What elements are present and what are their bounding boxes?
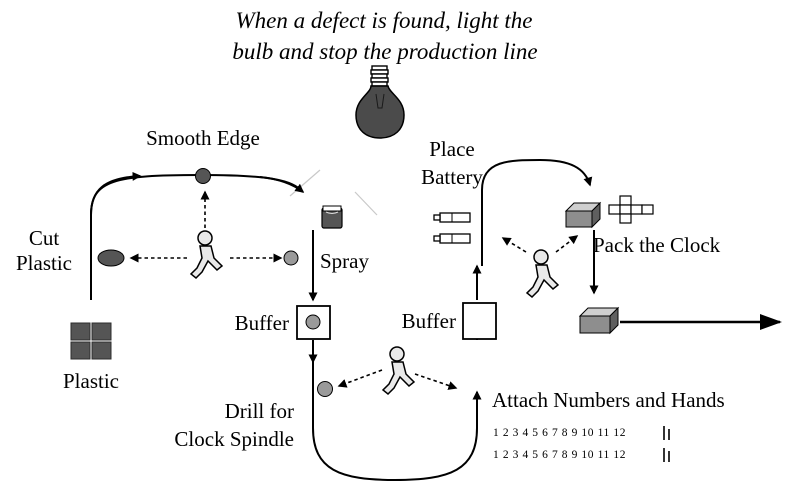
light-bulb-icon: [355, 65, 405, 139]
worker-to-attach-arrow: [414, 373, 458, 390]
worker-icon: [189, 230, 224, 280]
label-pack-clock: Pack the Clock: [593, 233, 721, 257]
buffer-box-right: [462, 302, 497, 340]
label-place: Place: [429, 137, 474, 161]
label-spray: Spray: [320, 249, 369, 273]
battery-icon: [433, 212, 471, 244]
label-drill-1: Drill for: [225, 399, 294, 423]
spray-can-icon: [321, 205, 343, 229]
label-cut: Cut: [29, 226, 60, 250]
smooth-edge-part: [195, 168, 211, 184]
spray-part: [283, 250, 299, 266]
worker-to-drill-arrow: [337, 369, 383, 388]
numbers-row-1: 1 2 3 4 5 6 7 8 9 10 11 12: [493, 427, 626, 439]
plastic-sheets-icon: [70, 322, 112, 360]
label-drill-2: Clock Spindle: [174, 427, 294, 451]
label-buffer-right: Buffer: [402, 309, 456, 333]
worker-icon: [381, 346, 416, 396]
header-line-2: bulb and stop the production line: [232, 39, 537, 64]
cut-plastic-part: [97, 249, 125, 267]
worker-to-pack-arrow: [555, 235, 579, 253]
label-attach: Attach Numbers and Hands: [492, 388, 725, 412]
clock-box-icon: [578, 306, 620, 335]
label-plastic-cut: Plastic: [16, 251, 72, 275]
top-loop-line: [90, 173, 304, 300]
drill-part: [317, 381, 333, 397]
worker-icon: [525, 249, 560, 299]
top-loop-arrow-right: [259, 176, 305, 193]
clock-box-icon: [564, 201, 602, 229]
label-smooth-edge: Smooth Edge: [146, 126, 260, 150]
header-line-1: When a defect is found, light the: [235, 8, 532, 33]
clock-hands-icon: [663, 426, 670, 462]
worker-to-battery-arrow: [501, 237, 527, 253]
battery-to-pack-arrow: [481, 158, 593, 266]
label-plastic: Plastic: [63, 369, 119, 393]
top-loop-arrow-left: [90, 171, 142, 216]
buffer-part: [305, 314, 321, 330]
label-buffer-left: Buffer: [235, 311, 289, 335]
box-net-icon: [608, 195, 654, 224]
numbers-row-2: 1 2 3 4 5 6 7 8 9 10 11 12: [493, 449, 626, 461]
bottom-loop-line: [312, 362, 482, 482]
label-battery: Battery: [421, 165, 483, 189]
